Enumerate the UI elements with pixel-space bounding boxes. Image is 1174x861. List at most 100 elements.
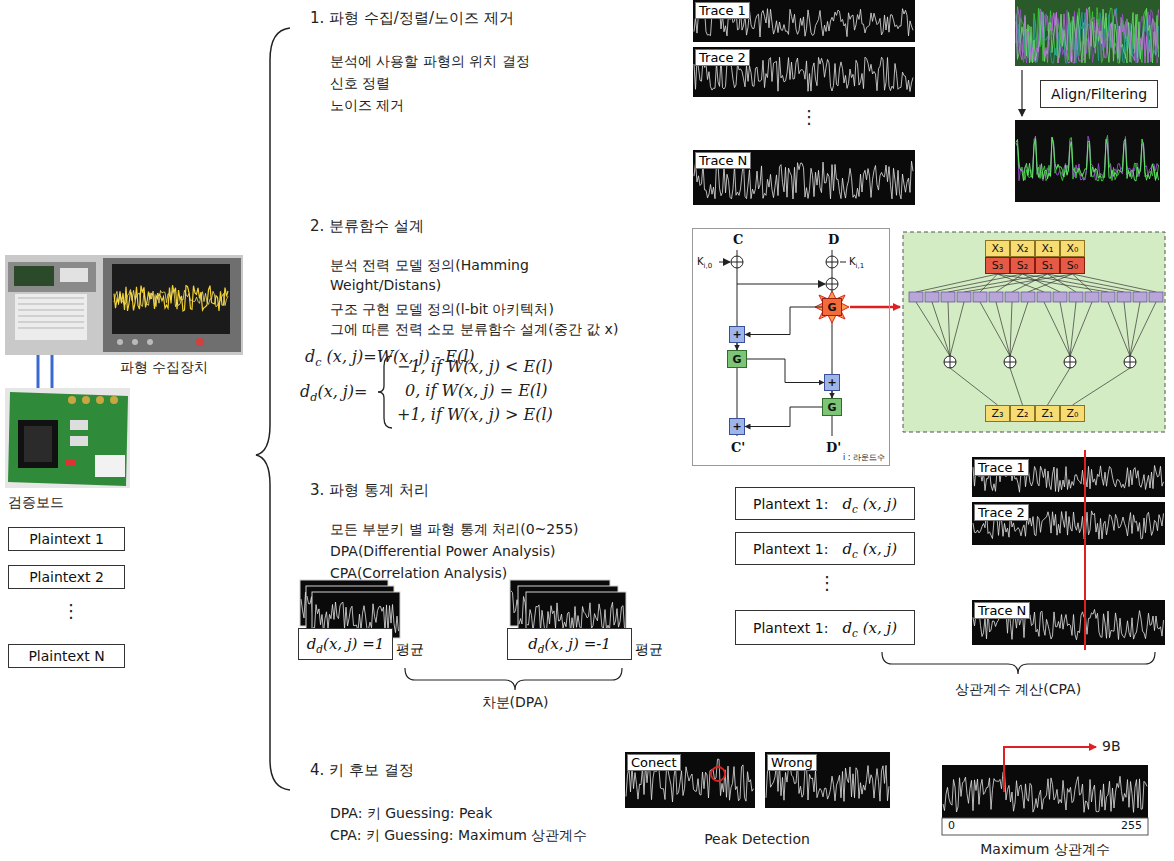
g-function: G [822, 398, 842, 416]
network-wire [980, 302, 1010, 356]
bit-box [1101, 292, 1115, 302]
sbox-box: S₀ [1060, 257, 1085, 274]
text-label: 구조 구현 모델 정의(l-bit 아키텍처) [330, 300, 554, 320]
board-photo [70, 436, 88, 446]
graph-axis-bar [942, 818, 1148, 835]
text-label: 차분(DPA) [482, 693, 549, 713]
network-wire [1073, 274, 1157, 292]
board-photo [66, 460, 76, 466]
network-wire [1023, 274, 1125, 292]
text-label: ⋮ [800, 104, 818, 129]
network-wire [1073, 274, 1093, 292]
text-label: 그에 따른 전력 소모 분류함수 설계(중간 값 x) [330, 320, 618, 340]
network-wire [1130, 302, 1156, 356]
waveform-image [693, 0, 915, 42]
cipher-structure [737, 250, 832, 436]
node-text: Plaintext N [28, 648, 104, 664]
max-leader [1004, 747, 1096, 792]
aligned-waveform [1016, 135, 1159, 181]
network-wire [1073, 368, 1131, 405]
text-label: Peak Detection [704, 830, 810, 850]
waveform-image [972, 502, 1165, 545]
text-label: 파형 수집장치 [120, 358, 208, 378]
subscript: i,0 [704, 262, 713, 270]
bit-box: X₂ [1010, 240, 1035, 257]
node-text: D' [826, 440, 841, 456]
xor-symbol [944, 356, 956, 368]
cipher-structure [840, 262, 846, 263]
network-wire [964, 274, 1073, 292]
node-text: S₃ [992, 259, 1003, 272]
trace-label: Conect [627, 754, 681, 771]
trace-label: Trace N [974, 602, 1030, 619]
section-heading: 2. 분류함수 설계 [310, 216, 424, 237]
text-label: DPA(Differential Power Analysis) [330, 542, 555, 562]
waveform-box: Conect [625, 752, 755, 808]
cipher-structure [731, 256, 743, 268]
xor-symbol [1064, 356, 1076, 368]
bit-box: Z₂ [1010, 405, 1035, 422]
node-text: G [732, 353, 741, 366]
overlay-waveform [1016, 7, 1159, 181]
cipher-structure [737, 284, 825, 285]
bit-box [957, 292, 971, 302]
text-label: 신호 정렬 [330, 74, 390, 94]
network-wire [950, 368, 998, 405]
bit-box [941, 292, 955, 302]
node-text: Plantext 1: [753, 620, 829, 636]
scope-photo [117, 339, 123, 345]
node-text: Ki,0 [697, 256, 712, 268]
board-photo [96, 396, 104, 404]
waveform-image [972, 457, 1165, 497]
formula: +1, if W(x, j) > E(l) [397, 404, 553, 426]
waveform-image [625, 752, 755, 808]
node-text: C' [731, 440, 745, 456]
network-wire [1010, 302, 1028, 356]
subscript: d [316, 643, 323, 655]
waveform-box: Trace 2 [693, 47, 915, 97]
network-wire [950, 302, 964, 356]
connector [745, 307, 822, 335]
curly-brace [256, 28, 290, 790]
trace-label: Trace 1 [695, 2, 750, 19]
scope-trace [114, 285, 228, 311]
text-label: 상관계수 계산(CPA) [955, 680, 1081, 700]
g-function: G [822, 298, 842, 316]
network-wire [909, 274, 1163, 405]
node-text: dc (x, j) [842, 495, 897, 513]
board-photo [82, 396, 90, 404]
node-text: Plantext 1: [753, 541, 829, 557]
network-wire [1070, 302, 1092, 356]
text-label: CPA(Correlation Analysis) [330, 564, 507, 584]
bit-box [1037, 292, 1051, 302]
node-text: + [732, 420, 741, 433]
network-wire [932, 302, 950, 356]
text-label: 노이즈 제거 [330, 96, 404, 116]
bit-box: X₀ [1060, 240, 1085, 257]
xor-symbol [1124, 356, 1136, 368]
waveform-box: Trace 1 [972, 457, 1165, 497]
node-text: X₀ [1067, 242, 1079, 255]
node-text: 0 [948, 818, 955, 833]
waveform-image [942, 765, 1148, 818]
node-text: S₂ [1017, 259, 1028, 272]
node-text: dc (x, j) [842, 540, 897, 558]
scope-trace [114, 290, 228, 307]
cpa-bracket [882, 652, 1155, 674]
xor-symbol [1124, 356, 1136, 368]
cipher-structure [826, 256, 838, 268]
section-heading: 1. 파형 수집/정렬/노이즈 제거 [310, 8, 514, 29]
board-photo [24, 426, 52, 462]
waveform-box: Trace 1 [693, 0, 915, 42]
formula: −1, if W(x, j) < E(l) [397, 356, 553, 378]
bit-box [1053, 292, 1067, 302]
bit-box [1117, 292, 1131, 302]
board-photo [110, 396, 118, 404]
network-wire [932, 274, 1023, 292]
bit-box: Z₀ [1060, 405, 1085, 422]
dpa-bracket [405, 668, 622, 690]
bit-box: Z₃ [985, 405, 1010, 422]
